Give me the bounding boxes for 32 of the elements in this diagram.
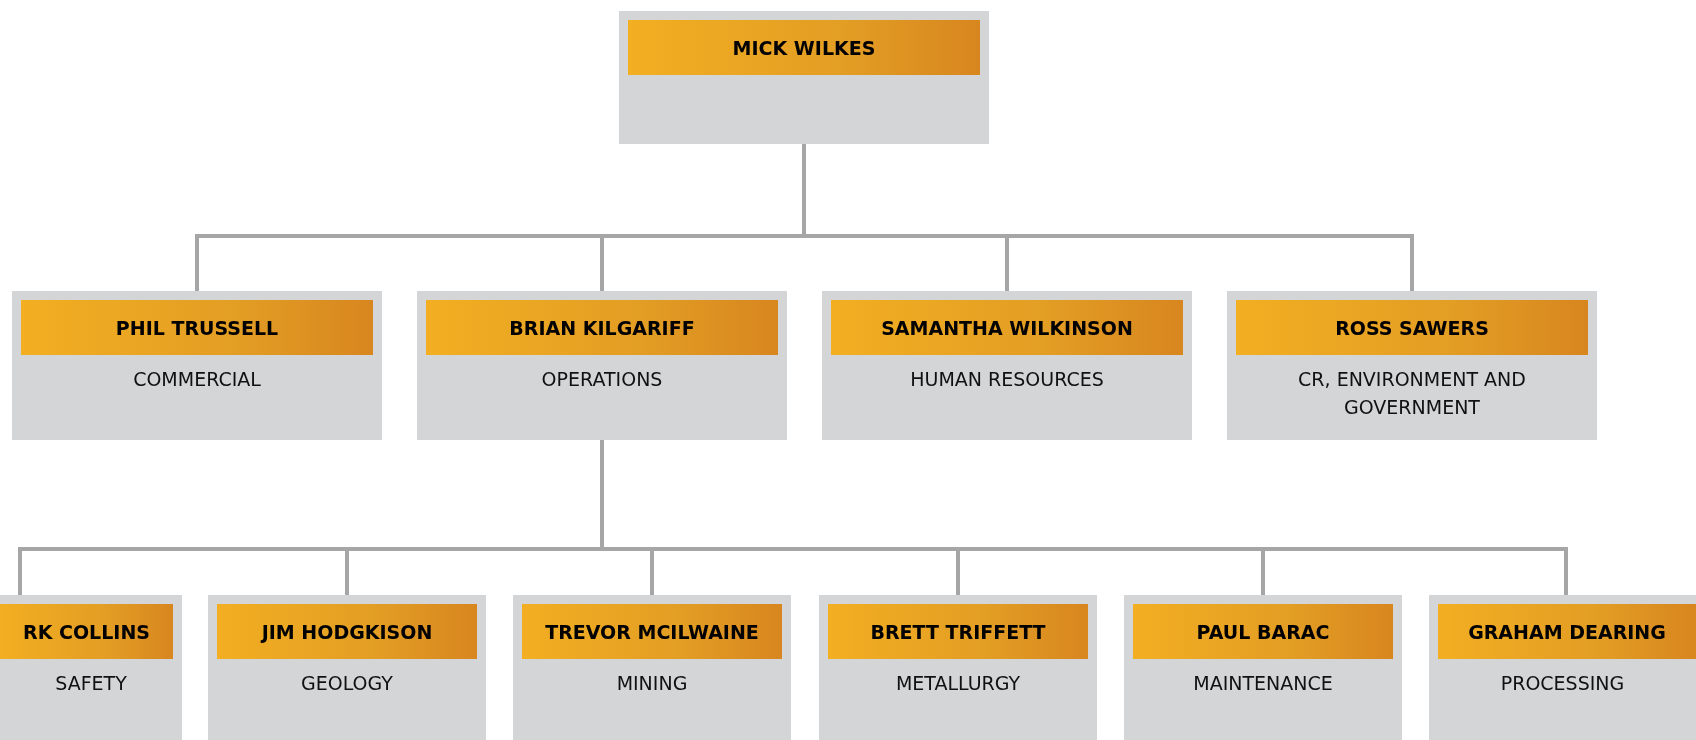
name-banner: BRIAN KILGARIFF <box>426 300 778 355</box>
department-label: GEOLOGY <box>300 671 394 696</box>
department-label: MAINTENANCE <box>1192 671 1334 696</box>
org-card <box>1124 595 1402 740</box>
department-label: CR, ENVIRONMENT AND GOVERNMENT <box>1297 367 1527 420</box>
name-banner: SAMANTHA WILKINSON <box>831 300 1183 355</box>
department-label: METALLURGY <box>894 671 1022 696</box>
org-card <box>417 291 787 440</box>
name-banner: ROSS SAWERS <box>1236 300 1588 355</box>
name-banner: BRETT TRIFFETT <box>828 604 1088 659</box>
org-card <box>819 595 1097 740</box>
department-label: SAFETY <box>54 671 128 696</box>
name-banner: TREVOR MCILWAINE <box>522 604 782 659</box>
org-card <box>1429 595 1696 740</box>
name-banner: MICK WILKES <box>628 20 980 75</box>
org-card <box>619 11 989 144</box>
department-label: OPERATIONS <box>540 367 664 392</box>
name-banner: GRAHAM DEARING <box>1438 604 1696 659</box>
org-card <box>0 595 182 740</box>
name-banner: JIM HODGKISON <box>217 604 477 659</box>
department-label: HUMAN RESOURCES <box>909 367 1105 392</box>
name-banner: PAUL BARAC <box>1133 604 1393 659</box>
name-banner: PHIL TRUSSELL <box>21 300 373 355</box>
org-card <box>208 595 486 740</box>
department-label: PROCESSING <box>1499 671 1626 696</box>
department-label: MINING <box>615 671 689 696</box>
name-banner: RK COLLINS <box>0 604 173 659</box>
org-card <box>1227 291 1597 440</box>
org-card <box>513 595 791 740</box>
org-card <box>12 291 382 440</box>
department-label: COMMERCIAL <box>132 367 262 392</box>
org-card <box>822 291 1192 440</box>
